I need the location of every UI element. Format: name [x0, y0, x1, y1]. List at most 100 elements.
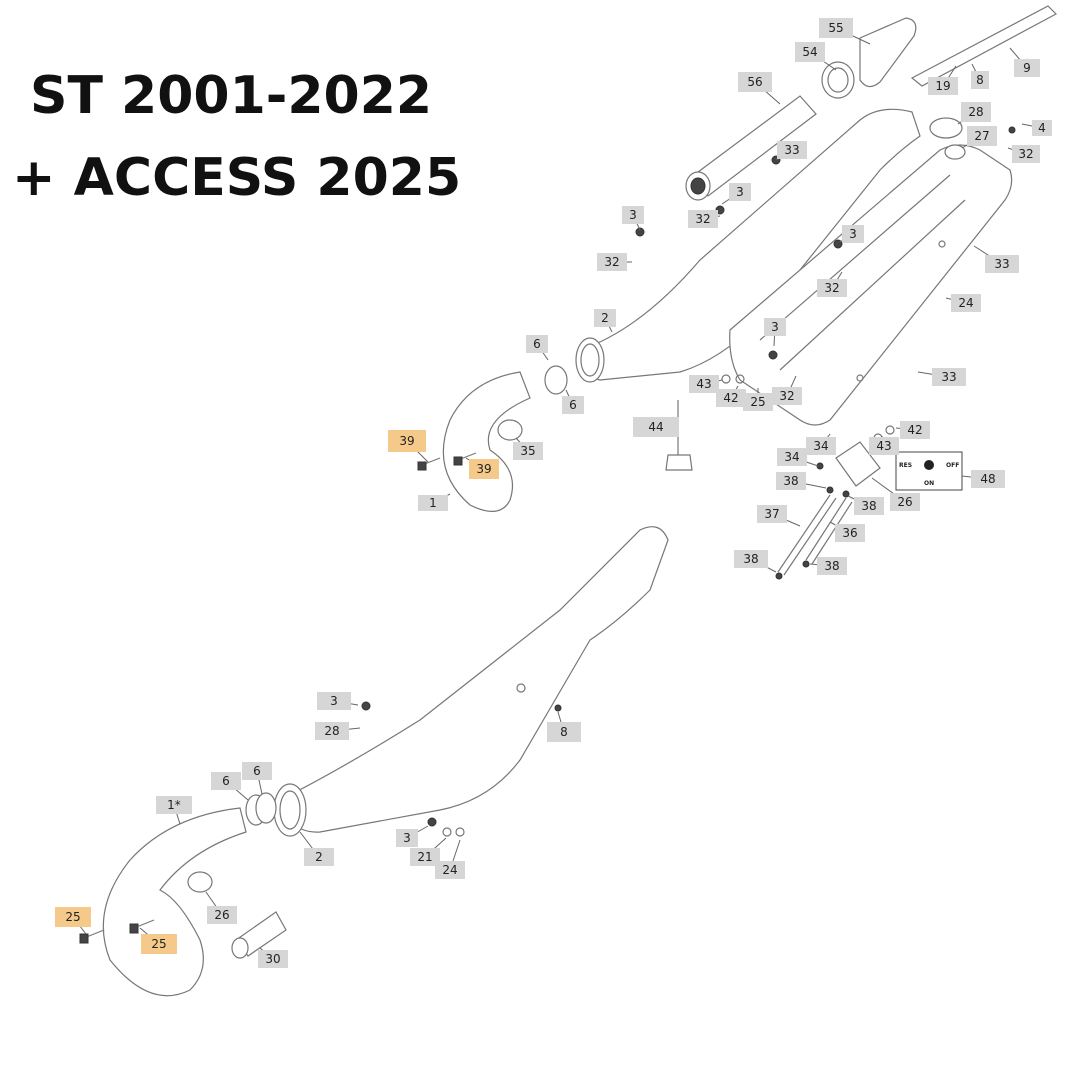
callout-number: 28: [324, 724, 339, 738]
callout-43: 43: [689, 375, 723, 393]
callout-26: 26: [871, 477, 920, 511]
lower-assembly: [79, 526, 669, 997]
callout-number: 25: [151, 937, 166, 951]
fuel-hose-37: [777, 494, 831, 573]
model-title-line-1: ST 2001-2022: [30, 66, 433, 126]
callout-box: [795, 42, 825, 62]
callout-box: [869, 437, 899, 455]
callout-number: 26: [214, 908, 229, 922]
callout-number: 3: [403, 831, 411, 845]
callout-34: 34: [806, 433, 836, 455]
callout-number: 30: [265, 952, 280, 966]
callout-33: 33: [973, 245, 1019, 273]
bolt-39-a: [417, 457, 441, 471]
callout-box: [304, 848, 334, 866]
callout-34: 34: [777, 448, 819, 467]
callout-38: 38: [734, 550, 777, 573]
callout-38: 38: [809, 557, 847, 575]
gasket-ring: [544, 365, 568, 395]
callout-number: 55: [828, 21, 843, 35]
callout-number: 33: [784, 143, 799, 157]
callout-box: [932, 368, 966, 386]
fuel-tap: [665, 454, 693, 471]
callout-box: [513, 442, 543, 460]
callout-box: [242, 762, 272, 780]
filler-cap: [929, 117, 963, 139]
callout-3: 3: [622, 206, 644, 231]
callout-number: 42: [907, 423, 922, 437]
lower-gasket-ring-b: [255, 792, 277, 824]
callout-32: 32: [817, 271, 847, 297]
callout-box: [729, 183, 751, 201]
callout-56: 56: [738, 72, 781, 105]
callout-box: [547, 722, 581, 742]
callout-number: 3: [736, 185, 744, 199]
callout-26: 26: [205, 891, 237, 924]
callout-3: 3: [317, 692, 359, 710]
heat-shield-end: [859, 17, 917, 88]
callout-box: [207, 906, 237, 924]
fuel-hose-36: [805, 497, 847, 561]
callout-number: 38: [824, 559, 839, 573]
callout-number: 24: [442, 863, 457, 877]
callout-box: [971, 470, 1005, 488]
callout-number: 32: [824, 281, 839, 295]
callout-number: 3: [849, 227, 857, 241]
callout-32: 32: [1007, 145, 1040, 163]
callout-number: 27: [974, 129, 989, 143]
callout-number: 2: [315, 850, 323, 864]
callout-24: 24: [435, 839, 465, 879]
callout-number: 19: [935, 79, 950, 93]
callout-number: 28: [968, 105, 983, 119]
bolt-25-b: [129, 919, 155, 934]
callout-36: 36: [829, 521, 865, 542]
callout-number: 38: [783, 474, 798, 488]
callout-number: 33: [941, 370, 956, 384]
callout-number: 2: [601, 311, 609, 325]
callout-box: [418, 495, 448, 511]
callout-box: [388, 430, 426, 452]
callout-number: 35: [520, 444, 535, 458]
callout-2: 2: [594, 309, 616, 333]
callout-1-star: 1*: [156, 796, 192, 825]
bolt-39-b: [453, 452, 477, 466]
callout-box: [842, 225, 864, 243]
callout-box: [738, 72, 772, 92]
callout-box: [835, 524, 865, 542]
callout-box: [689, 375, 719, 393]
callout-box: [258, 950, 288, 968]
callout-2: 2: [299, 831, 334, 866]
callout-25: 25: [55, 907, 91, 935]
callout-32: 32: [597, 253, 632, 271]
model-title-line-2: + ACCESS 2025: [12, 148, 462, 208]
callout-number: 34: [813, 439, 828, 453]
callout-28: 28: [315, 722, 361, 740]
callout-box: [757, 505, 787, 523]
callout-box: [1012, 145, 1040, 163]
fuel-switch-diagram: RES OFF ON: [895, 451, 963, 491]
callout-33: 33: [917, 368, 966, 386]
callout-number: 33: [994, 257, 1009, 271]
upper-silencer-body: [579, 108, 921, 381]
callout-number: 56: [747, 75, 762, 89]
callout-number: 3: [330, 694, 338, 708]
callout-number: 1*: [167, 798, 181, 812]
callout-box: [900, 421, 930, 439]
callout-box: [435, 861, 465, 879]
fuel-switch-off: OFF: [946, 462, 959, 469]
callout-number: 8: [976, 73, 984, 87]
callout-42: 42: [716, 385, 746, 407]
callout-number: 8: [560, 725, 568, 739]
callout-44: 44: [633, 417, 679, 437]
callout-32: 32: [772, 375, 802, 405]
callout-28: 28: [957, 102, 991, 125]
callout-number: 24: [958, 296, 973, 310]
callout-3: 3: [839, 225, 864, 243]
callout-number: 39: [399, 434, 414, 448]
filler-neck: [944, 144, 966, 160]
callout-9: 9: [1009, 47, 1040, 77]
callout-38: 38: [776, 472, 827, 490]
callout-25: 25: [139, 927, 177, 954]
callout-box: [817, 279, 847, 297]
